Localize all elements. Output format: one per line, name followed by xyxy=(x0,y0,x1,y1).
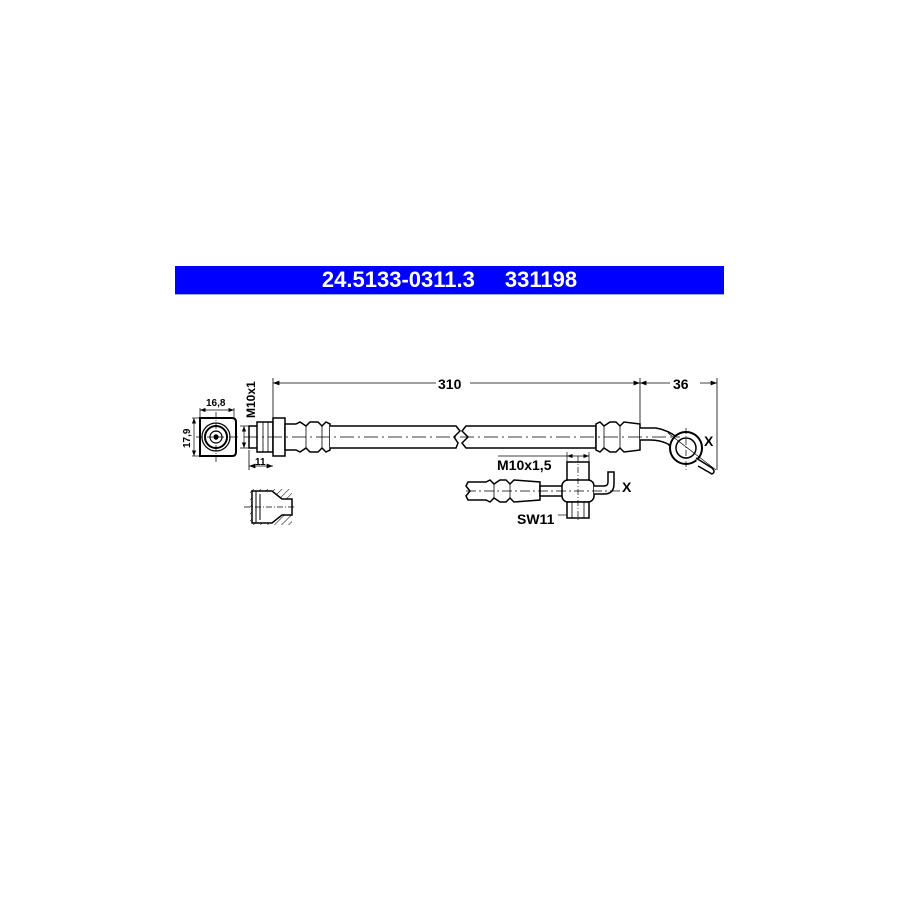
main-hose xyxy=(248,417,717,475)
dim-end-height: 17,9 xyxy=(182,428,193,448)
dim-wrench-size: SW11 xyxy=(517,511,555,527)
dim-length: 310 xyxy=(438,376,462,392)
detail-dim-lines xyxy=(466,452,620,522)
dim-thread-detail: M10x1,5 xyxy=(497,457,552,473)
marker-x-detail: X xyxy=(622,479,632,495)
marker-x-main: X xyxy=(704,433,714,449)
part-header-banner: 24.5133-0311.3 331198 xyxy=(175,266,724,295)
dim-thread-left: M10x1 xyxy=(244,381,258,418)
part-number: 24.5133-0311.3 xyxy=(321,267,475,292)
dim-fitting-length: 11 xyxy=(255,457,266,468)
dim-end-offset: 36 xyxy=(673,376,689,392)
dim-end-width: 16,8 xyxy=(206,398,226,409)
reference-number: 331198 xyxy=(504,267,578,292)
end-view xyxy=(191,407,240,462)
port-section-view xyxy=(244,489,296,525)
